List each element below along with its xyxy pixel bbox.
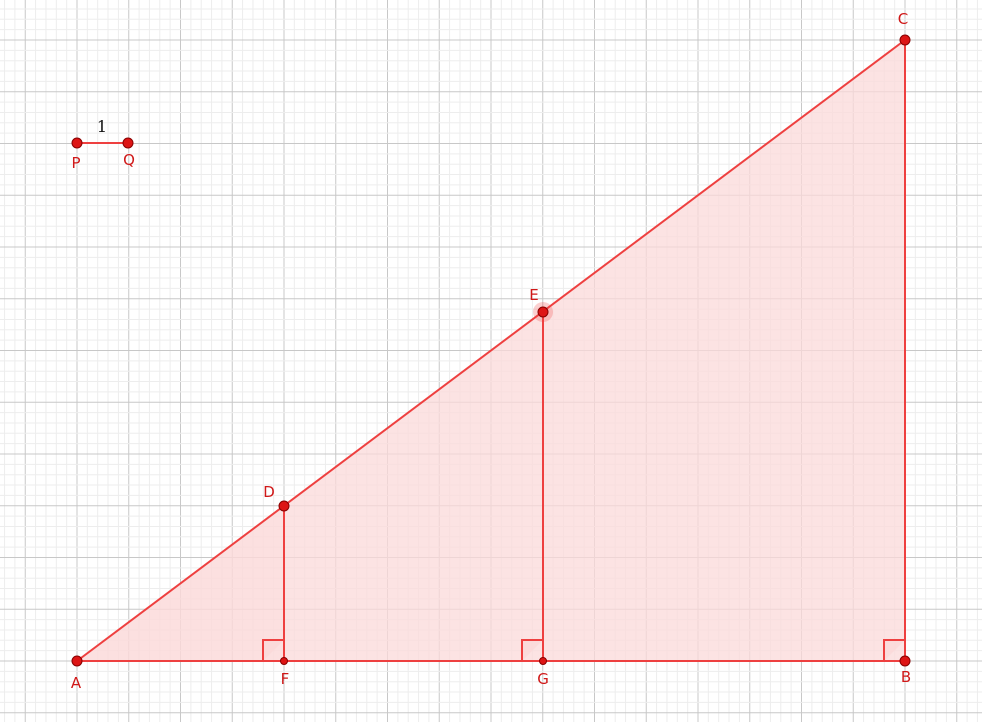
point-p[interactable] — [71, 137, 83, 149]
point-b[interactable] — [899, 655, 911, 667]
segments — [76, 39, 906, 662]
point-d[interactable] — [278, 500, 290, 512]
points — [71, 34, 911, 667]
point-q[interactable] — [122, 137, 134, 149]
point-p-label: P — [71, 154, 80, 172]
point-a[interactable] — [71, 655, 83, 667]
segment-pq-length-label: 1 — [97, 117, 107, 136]
point-d-label: D — [263, 483, 275, 501]
point-a-label: A — [71, 674, 82, 692]
right-angle-marker-f — [262, 639, 284, 661]
point-c-label: C — [898, 10, 908, 28]
point-c[interactable] — [899, 34, 911, 46]
segment-ac[interactable] — [76, 39, 906, 662]
point-g-label: G — [537, 670, 549, 688]
point-f[interactable] — [280, 657, 288, 665]
right-angle-marker-b — [883, 639, 905, 661]
point-e[interactable] — [537, 306, 549, 318]
point-labels: A B C D E F G P Q — [71, 10, 911, 692]
point-f-label: F — [281, 670, 290, 688]
right-angle-markers — [262, 639, 905, 661]
right-angle-marker-g — [521, 639, 543, 661]
point-g[interactable] — [539, 657, 547, 665]
point-b-label: B — [901, 668, 911, 686]
point-e-label: E — [529, 286, 538, 304]
point-q-label: Q — [123, 151, 135, 169]
